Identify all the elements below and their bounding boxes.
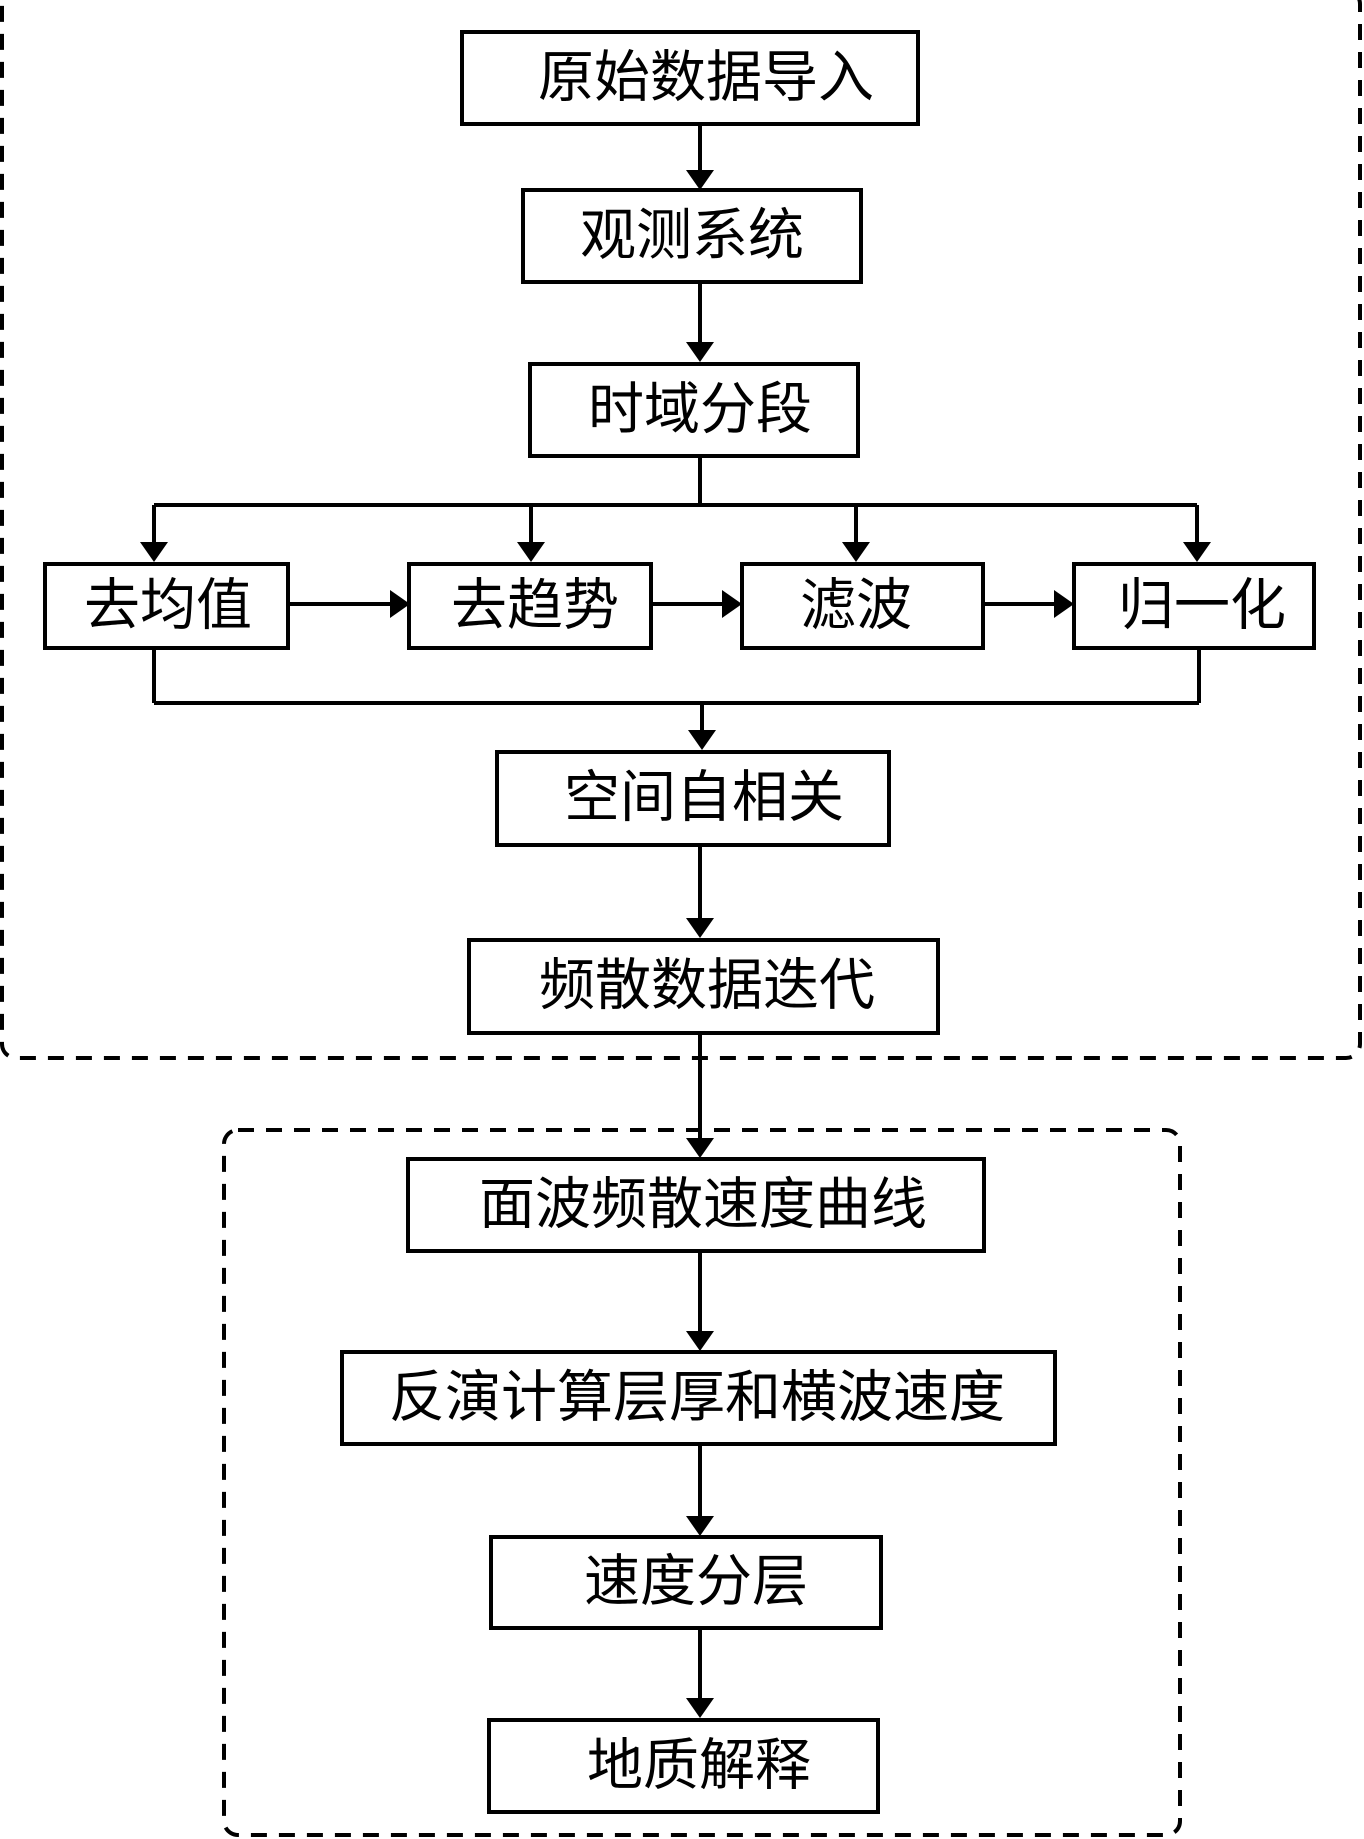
node-raw-import: 原始数据导入 xyxy=(460,30,920,126)
node-label-inversion: 反演计算层厚和横波速度 xyxy=(389,1366,1005,1431)
node-label-dispersion-iter: 频散数据迭代 xyxy=(539,954,875,1019)
node-box xyxy=(407,562,653,650)
arrowhead xyxy=(722,590,742,618)
arrowhead xyxy=(1183,542,1211,562)
arrowhead xyxy=(686,918,714,938)
node-box xyxy=(487,1718,880,1814)
node-box xyxy=(460,30,920,126)
node-box xyxy=(528,362,860,458)
node-label-detrend: 去趋势 xyxy=(451,574,619,639)
connectors xyxy=(140,124,1211,1718)
node-geological-interpretation: 地质解释 xyxy=(487,1718,880,1814)
arrowhead xyxy=(688,730,716,750)
arrowhead xyxy=(390,590,410,618)
node-box xyxy=(489,1535,883,1630)
arrowhead xyxy=(686,1331,714,1351)
node-detrend: 去趋势 xyxy=(407,562,653,650)
node-box xyxy=(467,938,940,1035)
node-velocity-layering: 速度分层 xyxy=(489,1535,883,1630)
node-time-segment: 时域分段 xyxy=(528,362,860,458)
arrowhead xyxy=(686,1138,714,1158)
arrowhead xyxy=(686,1516,714,1536)
node-label-time-segment: 时域分段 xyxy=(588,378,812,443)
node-normalize: 归一化 xyxy=(1072,562,1316,650)
node-inversion: 反演计算层厚和横波速度 xyxy=(340,1350,1057,1446)
node-label-raw-import: 原始数据导入 xyxy=(538,46,874,111)
arrowhead xyxy=(140,542,168,562)
node-box xyxy=(740,562,985,650)
node-box xyxy=(521,188,863,284)
arrowhead xyxy=(842,542,870,562)
node-label-geo-interp: 地质解释 xyxy=(587,1734,811,1799)
node-label-normalize: 归一化 xyxy=(1118,574,1286,639)
node-label-filter: 滤波 xyxy=(800,574,912,639)
node-observation: 观测系统 xyxy=(521,188,863,284)
node-label-remove-mean: 去均值 xyxy=(84,574,252,639)
node-box xyxy=(1072,562,1316,650)
group-preprocessing xyxy=(0,0,1362,1060)
node-label-velocity-layer: 速度分层 xyxy=(584,1550,808,1615)
node-box xyxy=(406,1157,986,1253)
node-box xyxy=(340,1350,1057,1446)
node-label-spac: 空间自相关 xyxy=(564,766,844,831)
node-box xyxy=(43,562,290,650)
node-box xyxy=(495,750,891,847)
node-dispersion-curve: 面波频散速度曲线 xyxy=(406,1157,986,1253)
node-spatial-autocorrelation: 空间自相关 xyxy=(495,750,891,847)
arrowhead xyxy=(686,170,714,190)
node-label-observation: 观测系统 xyxy=(580,204,804,269)
arrowhead xyxy=(686,342,714,362)
arrowhead xyxy=(517,542,545,562)
node-remove-mean: 去均值 xyxy=(43,562,290,650)
arrowhead xyxy=(1054,590,1074,618)
node-label-dispersion-curve: 面波频散速度曲线 xyxy=(479,1173,927,1238)
node-filter: 滤波 xyxy=(740,562,985,650)
node-dispersion-iteration: 频散数据迭代 xyxy=(467,938,940,1035)
arrowhead xyxy=(686,1698,714,1718)
